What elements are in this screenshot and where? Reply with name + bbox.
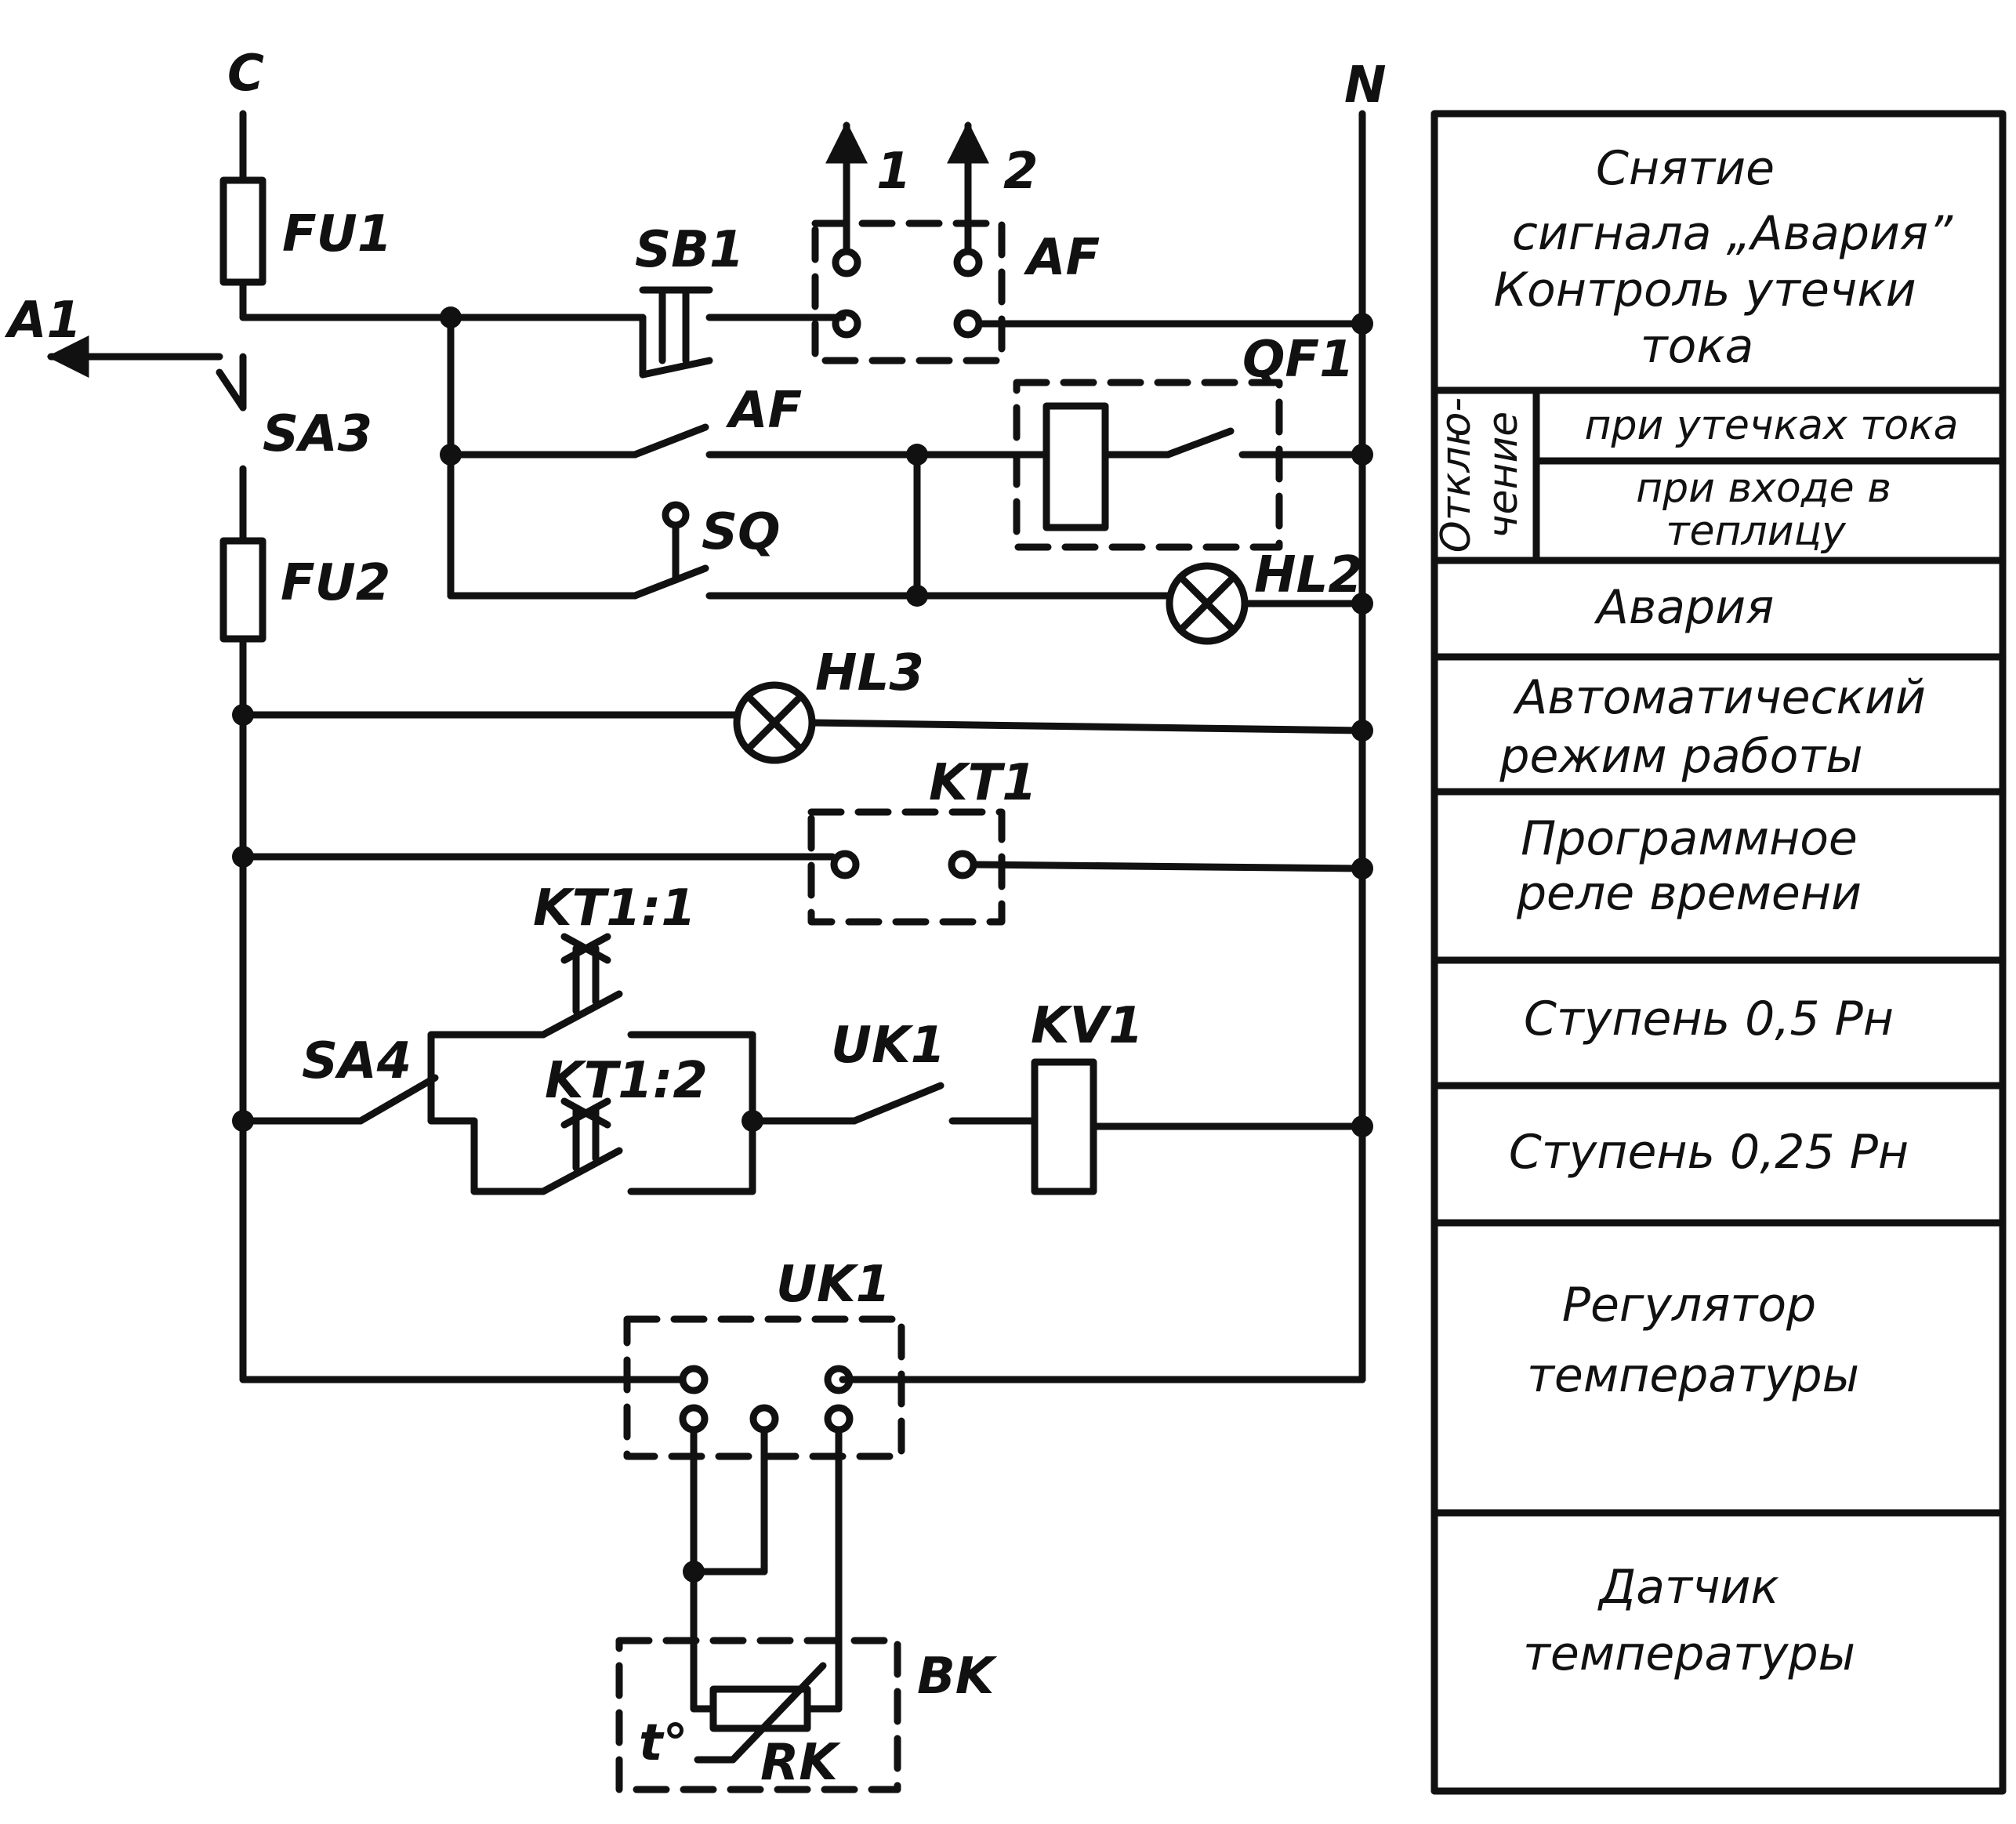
legend-row1-line2: сигнала „Авария”: [1512, 206, 1953, 261]
component-labels: C N A1 FU1 FU2 SA3 SB1 AF AF 1 2 QF1 SQ …: [4, 45, 1387, 1792]
label-t: t°: [639, 1714, 688, 1772]
legend-row1-line1: Снятие: [1596, 141, 1775, 196]
temperature-sensor-bk: [615, 1637, 901, 1793]
label-a1: A1: [4, 292, 82, 350]
legend-row6: Ступень 0,5 Рн: [1524, 992, 1894, 1046]
label-kt1-2: KT1:2: [545, 1052, 708, 1110]
relay-kv1: [1031, 1058, 1097, 1195]
legend-row2b-line2: теплицу: [1666, 508, 1847, 555]
legend-side-line1: Отклю-: [1433, 397, 1480, 553]
contact-kt1-1: [539, 933, 623, 1039]
label-kt1-1: KT1:1: [533, 879, 696, 937]
fuse-fu2: [219, 537, 267, 643]
lamp-hl2: [1166, 562, 1249, 645]
af-contact: [631, 423, 709, 459]
switch-sa4: [357, 1074, 439, 1125]
label-rk: RK: [760, 1734, 841, 1792]
label-kv1: KV1: [1031, 997, 1144, 1055]
label-phase-c: C: [227, 45, 264, 103]
legend-row5-line1: Программное: [1521, 811, 1858, 866]
breaker-qf1: [1013, 379, 1366, 551]
legend-row5-line2: реле времени: [1516, 866, 1862, 921]
label-uk1-contact: UK1: [831, 1017, 945, 1075]
leak-detector-af: [811, 121, 1366, 364]
legend-row3: Авария: [1594, 580, 1774, 635]
phase-line: [216, 110, 686, 1383]
legend-text: Снятие сигнала „Авария” Контроль утечки …: [1433, 141, 1959, 1681]
contact-uk1: [850, 1082, 945, 1125]
label-kt1: KT1: [929, 754, 1037, 812]
label-af-block: AF: [1023, 229, 1100, 287]
label-sa4: SA4: [302, 1032, 412, 1090]
junction-dots: [232, 306, 1373, 1583]
fuse-fu1: [219, 176, 267, 286]
label-sa3: SA3: [263, 405, 372, 463]
button-sb1: [639, 286, 847, 379]
legend-row1-line4: тока: [1641, 319, 1754, 374]
label-neutral-n: N: [1344, 56, 1387, 114]
limit-switch-sq: [631, 501, 709, 600]
label-hl3: HL3: [815, 644, 924, 702]
legend-row2a: при утечках тока: [1584, 402, 1958, 449]
contact-kt1-2: [539, 1097, 623, 1195]
label-af-contact: AF: [725, 382, 802, 440]
legend-table: [1430, 110, 2007, 1795]
label-output-2: 2: [1003, 143, 1039, 201]
legend-row7: Ступень 0,25 Рн: [1509, 1125, 1909, 1180]
legend-row9-line1: Датчик: [1597, 1560, 1779, 1615]
label-qf1: QF1: [1242, 331, 1354, 389]
label-output-1: 1: [876, 143, 912, 201]
label-hl2: HL2: [1254, 546, 1363, 604]
label-sq: SQ: [702, 503, 781, 561]
legend-row8-line2: температуры: [1527, 1348, 1859, 1403]
label-uk1-block: UK1: [776, 1256, 890, 1314]
legend-row1-line3: Контроль утечки: [1493, 263, 1916, 317]
legend-row8-line1: Регулятор: [1562, 1278, 1816, 1333]
legend-side-line2: чение: [1480, 412, 1527, 539]
legend-row2b-line1: при входе в: [1636, 465, 1891, 512]
lamp-hl3: [733, 681, 816, 764]
legend-row4-line1: Автоматический: [1512, 670, 1926, 725]
label-sb1: SB1: [635, 221, 744, 279]
label-fu1: FU1: [282, 205, 392, 263]
legend-row4-line2: режим работы: [1499, 729, 1862, 784]
label-bk: BK: [917, 1648, 998, 1706]
legend-row9-line2: температуры: [1523, 1626, 1855, 1681]
label-fu2: FU2: [281, 554, 390, 612]
